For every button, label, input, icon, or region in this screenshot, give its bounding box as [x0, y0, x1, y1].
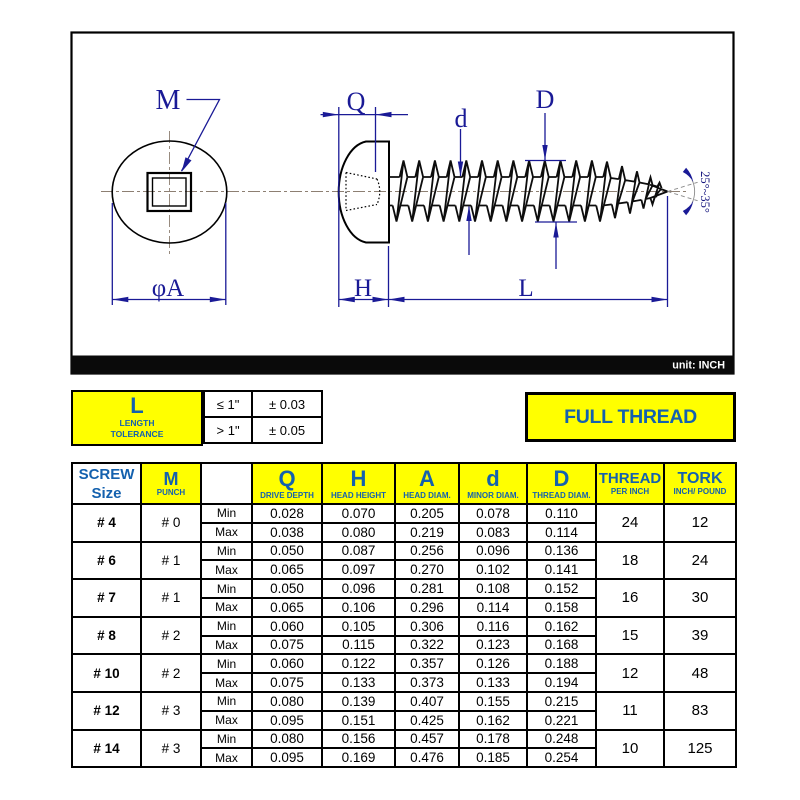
svg-text:D: D — [536, 85, 555, 114]
svg-text:φA: φA — [152, 275, 184, 302]
svg-text:Q: Q — [347, 87, 366, 116]
svg-text:d: d — [455, 104, 468, 133]
svg-text:M: M — [156, 85, 181, 116]
svg-text:L: L — [518, 275, 533, 302]
svg-text:H: H — [354, 275, 372, 302]
svg-text:unit: INCH: unit: INCH — [672, 360, 725, 372]
svg-text:25°~35°: 25°~35° — [698, 171, 712, 213]
